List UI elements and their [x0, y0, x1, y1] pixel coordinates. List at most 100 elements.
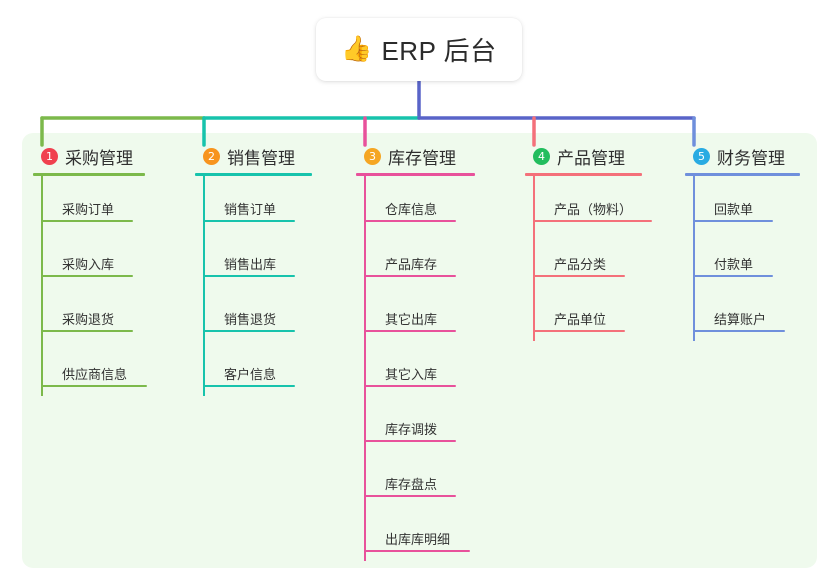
list-item-rule	[533, 275, 625, 277]
column-items: 回款单付款单结算账户	[685, 176, 800, 341]
list-item[interactable]: 供应商信息	[33, 341, 147, 396]
list-item[interactable]: 库存调拨	[356, 396, 475, 451]
list-item-rule	[693, 220, 773, 222]
list-item[interactable]: 销售订单	[195, 176, 312, 231]
list-item[interactable]: 产品单位	[525, 286, 642, 341]
list-item-label: 结算账户	[714, 312, 767, 327]
list-item-label: 产品单位	[554, 312, 607, 327]
column-badge-icon: 5	[693, 147, 710, 165]
list-item-label: 客户信息	[224, 367, 277, 382]
list-item-label: 库存调拨	[385, 422, 438, 437]
list-item[interactable]: 销售出库	[195, 231, 312, 286]
column-财务管理: 5 财务管理回款单付款单结算账户	[685, 143, 800, 341]
list-item-label: 其它入库	[385, 367, 438, 382]
column-header-rule	[195, 173, 312, 176]
list-item-rule	[203, 385, 295, 387]
list-item-rule	[364, 220, 456, 222]
column-spine	[533, 176, 535, 341]
list-item-rule	[41, 220, 133, 222]
column-items: 销售订单销售出库销售退货客户信息	[195, 176, 312, 396]
list-item-rule	[364, 275, 456, 277]
list-item[interactable]: 销售退货	[195, 286, 312, 341]
column-title: 采购管理	[65, 148, 133, 168]
column-badge-icon: 1	[41, 147, 58, 165]
list-item-label: 出库库明细	[385, 532, 451, 547]
root-title: ERP 后台	[381, 36, 497, 66]
list-item-rule	[203, 220, 295, 222]
list-item-rule	[693, 330, 785, 332]
list-item-label: 采购入库	[62, 257, 115, 272]
list-item-label: 付款单	[714, 257, 754, 272]
column-badge-icon: 4	[533, 147, 550, 165]
list-item-label: 销售出库	[224, 257, 277, 272]
list-item-rule	[203, 275, 295, 277]
column-header-5[interactable]: 5 财务管理	[685, 143, 800, 169]
list-item-label: 其它出库	[385, 312, 438, 327]
thumbs-up-icon: 👍	[341, 35, 373, 63]
list-item-label: 产品库存	[385, 257, 438, 272]
list-item-label: 采购退货	[62, 312, 115, 327]
list-item[interactable]: 产品库存	[356, 231, 475, 286]
list-item[interactable]: 采购退货	[33, 286, 145, 341]
list-item-label: 库存盘点	[385, 477, 438, 492]
list-item-rule	[364, 495, 456, 497]
column-header-4[interactable]: 4 产品管理	[525, 143, 642, 169]
list-item[interactable]: 采购订单	[33, 176, 145, 231]
list-item[interactable]: 产品分类	[525, 231, 642, 286]
list-item[interactable]: 产品（物料）	[525, 176, 652, 231]
list-item-rule	[693, 275, 773, 277]
column-产品管理: 4 产品管理产品（物料） 产品分类产品单位	[525, 143, 652, 341]
list-item-rule	[364, 550, 470, 552]
list-item-label: 产品分类	[554, 257, 607, 272]
column-title: 销售管理	[227, 148, 295, 168]
list-item-rule	[364, 440, 456, 442]
list-item-rule	[533, 330, 625, 332]
column-badge-icon: 2	[203, 147, 220, 165]
list-item[interactable]: 采购入库	[33, 231, 145, 286]
list-item-label: 仓库信息	[385, 202, 438, 217]
list-item[interactable]: 其它入库	[356, 341, 475, 396]
root-node-inner: 👍 ERP 后台	[341, 31, 496, 68]
column-items: 产品（物料） 产品分类产品单位	[525, 176, 652, 341]
column-header-1[interactable]: 1 采购管理	[33, 143, 145, 169]
column-spine	[203, 176, 205, 396]
list-item-label: 采购订单	[62, 202, 115, 217]
list-item[interactable]: 客户信息	[195, 341, 312, 396]
list-item-rule	[203, 330, 295, 332]
list-item-rule	[41, 275, 133, 277]
list-item-rule	[41, 385, 147, 387]
column-spine	[693, 176, 695, 341]
column-spine	[41, 176, 43, 396]
column-title: 财务管理	[717, 148, 785, 168]
list-item-rule	[533, 220, 652, 222]
column-header-rule	[525, 173, 642, 176]
column-header-2[interactable]: 2 销售管理	[195, 143, 312, 169]
list-item[interactable]: 库存盘点	[356, 451, 475, 506]
list-item-label: 供应商信息	[62, 367, 128, 382]
column-title: 产品管理	[557, 148, 625, 168]
list-item[interactable]: 出库库明细	[356, 506, 475, 561]
column-销售管理: 2 销售管理销售订单销售出库销售退货客户信息	[195, 143, 312, 396]
list-item-label: 销售退货	[224, 312, 277, 327]
column-title: 库存管理	[388, 148, 456, 168]
column-header-rule	[33, 173, 145, 176]
column-items: 采购订单采购入库采购退货供应商信息	[33, 176, 147, 396]
column-采购管理: 1 采购管理采购订单采购入库采购退货供应商信息	[33, 143, 147, 396]
list-item[interactable]: 仓库信息	[356, 176, 475, 231]
list-item-label: 销售订单	[224, 202, 277, 217]
list-item-rule	[41, 330, 133, 332]
list-item-label: 回款单	[714, 202, 754, 217]
list-item[interactable]: 其它出库	[356, 286, 475, 341]
list-item-label: 产品（物料）	[554, 202, 633, 217]
list-item[interactable]: 回款单	[685, 176, 800, 231]
column-header-rule	[685, 173, 800, 176]
root-node[interactable]: 👍 ERP 后台	[316, 18, 522, 81]
column-spine	[364, 176, 366, 561]
column-header-rule	[356, 173, 475, 176]
column-items: 仓库信息产品库存其它出库其它入库库存调拨库存盘点出库库明细	[356, 176, 475, 561]
list-item[interactable]: 结算账户	[685, 286, 800, 341]
list-item[interactable]: 付款单	[685, 231, 800, 286]
